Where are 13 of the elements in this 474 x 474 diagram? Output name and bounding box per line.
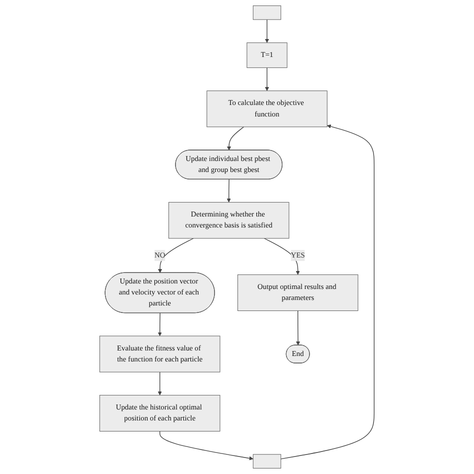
arrow [158, 312, 162, 336]
node-box [252, 454, 282, 469]
arrow [227, 126, 244, 150]
arrow [264, 238, 300, 275]
arrow [280, 124, 375, 460]
arrow [265, 67, 270, 92]
arrow [265, 19, 270, 43]
arrow [160, 430, 254, 460]
arrow [226, 179, 231, 202]
arrow [158, 372, 162, 396]
arrow [296, 310, 300, 346]
arrow [158, 238, 194, 274]
node-box [252, 5, 282, 20]
